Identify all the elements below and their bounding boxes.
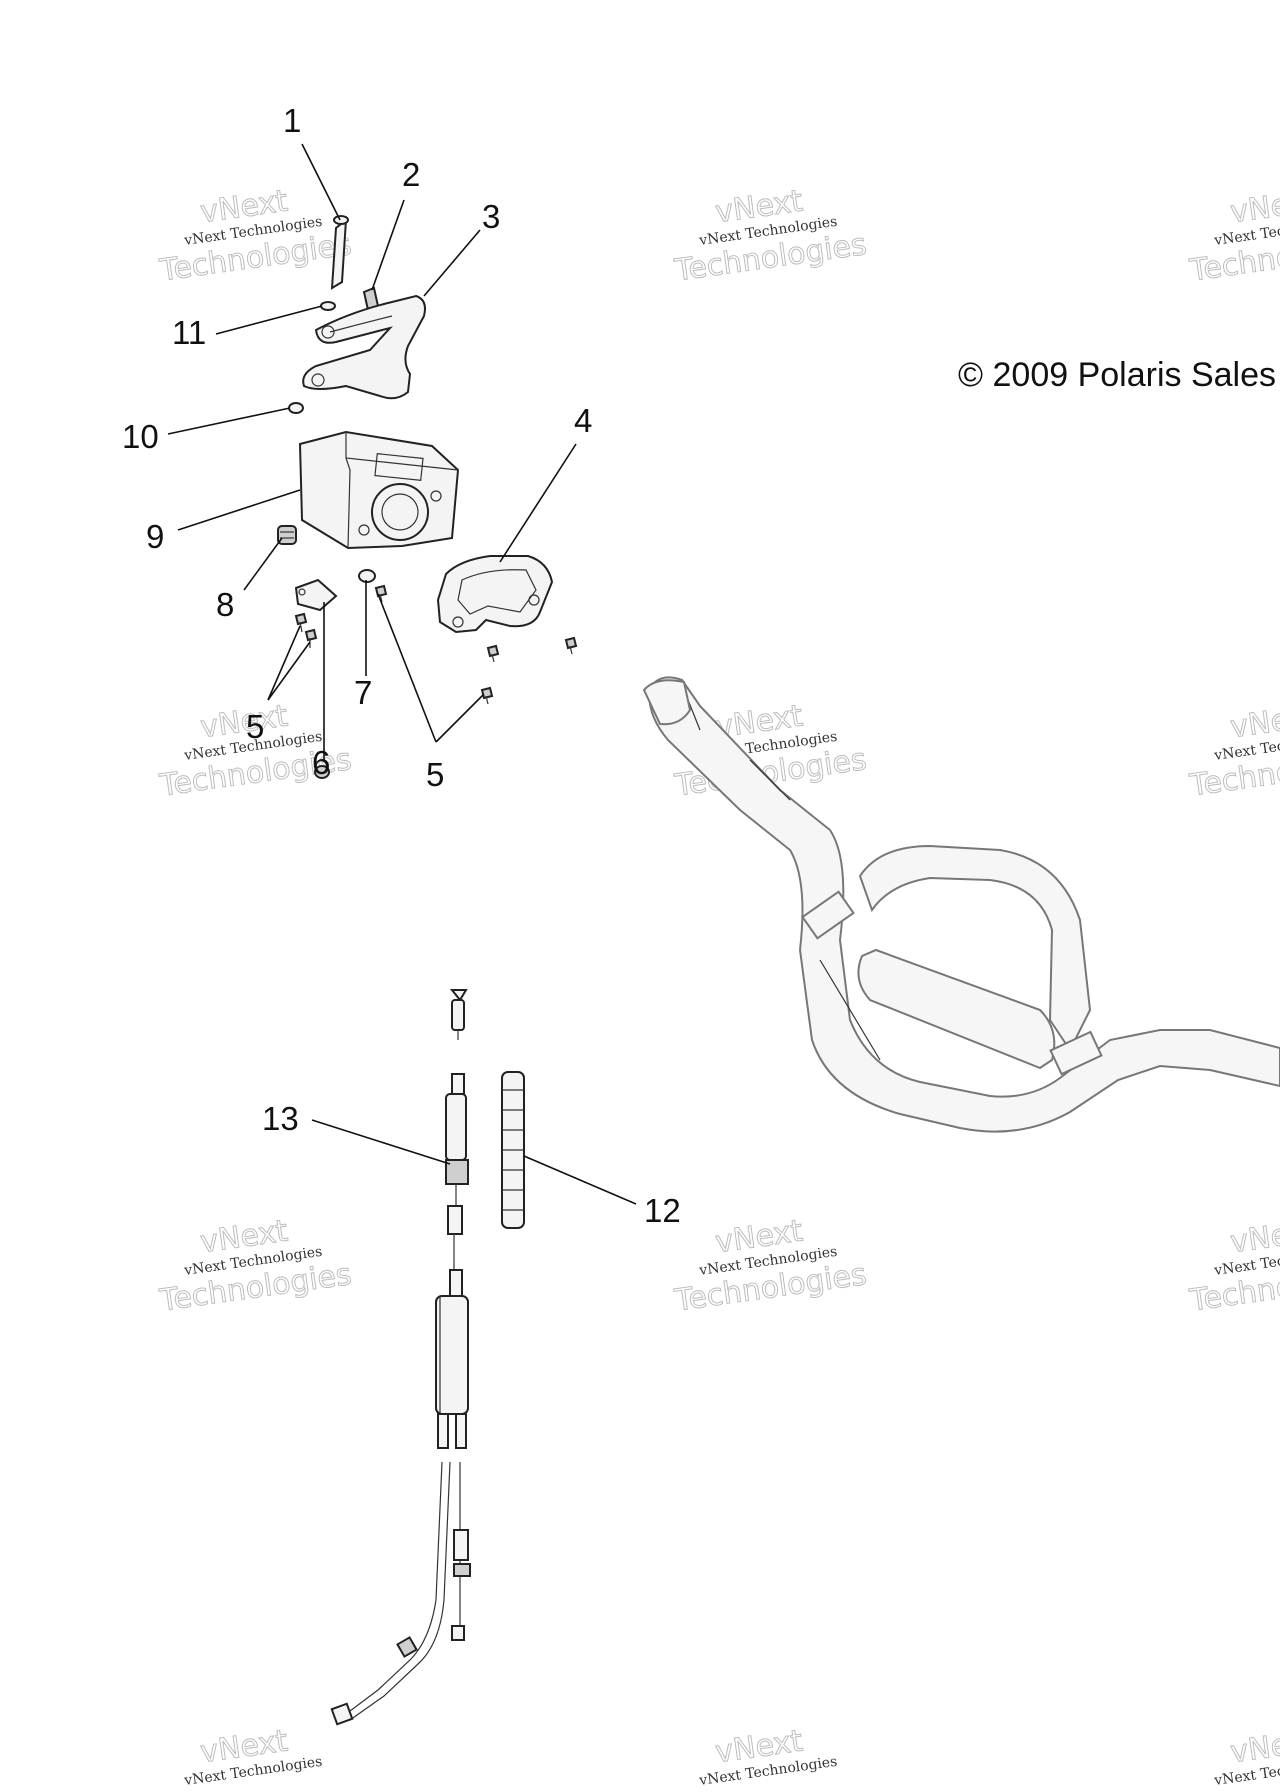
callout-8: 8	[216, 586, 234, 623]
callout-2: 2	[402, 156, 420, 193]
watermark-6: vNext vNext Technologies Technologies	[1186, 698, 1280, 804]
copyright-text: © 2009 Polaris Sales	[958, 356, 1276, 394]
watermark-big: vNext	[1228, 1213, 1280, 1260]
callout-9: 9	[146, 518, 164, 555]
watermark-11: vNext vNext Technologies	[697, 1723, 838, 1789]
part-bracket	[302, 294, 426, 400]
part-grommet	[277, 525, 297, 545]
watermark-12: vNext vNext Technologies	[1212, 1723, 1280, 1789]
callout-6: 6	[312, 744, 330, 781]
callout-3: 3	[482, 198, 500, 235]
handlebar	[642, 676, 1280, 1133]
watermark-1: vNext vNext Technologies Technologies	[156, 183, 354, 289]
callout-13: 13	[262, 1100, 299, 1137]
watermark-7: vNext vNext Technologies Technologies	[156, 1213, 354, 1319]
watermark-grid: vNext vNext Technologies Technologies vN…	[156, 183, 1280, 1789]
callout-5-left: 5	[246, 708, 264, 745]
part-oring	[358, 569, 376, 583]
part-housing	[298, 430, 460, 550]
callout-5-right: 5	[426, 756, 444, 793]
part-cover	[436, 555, 554, 634]
part-grip	[501, 1071, 525, 1229]
callout-12: 12	[644, 1192, 681, 1229]
watermark-2: vNext vNext Technologies Technologies	[671, 183, 869, 289]
callouts: 1 2 3 4 5 5 6 7 8 9 10 11 12 13	[122, 102, 681, 1229]
part-cable	[330, 989, 471, 1726]
callout-1: 1	[283, 102, 301, 139]
part-washer-11	[320, 301, 336, 311]
watermark-3: vNext vNext Technologies Technologies	[1186, 183, 1280, 289]
watermark-big: vNext	[1228, 698, 1280, 745]
callout-4: 4	[574, 402, 592, 439]
watermark-8: vNext vNext Technologies Technologies	[671, 1213, 869, 1319]
part-screw-10	[288, 402, 304, 414]
callout-10: 10	[122, 418, 159, 455]
part-pin	[330, 215, 349, 290]
leader-lines	[167, 143, 637, 1205]
watermark-big: vNext	[1228, 183, 1280, 230]
part-screws-5	[294, 584, 578, 779]
callout-7: 7	[354, 674, 372, 711]
watermark-10: vNext vNext Technologies	[182, 1723, 323, 1789]
watermark-big: vNext	[1228, 1723, 1280, 1770]
callout-11: 11	[172, 314, 206, 351]
part-cover-plate	[294, 578, 338, 612]
watermark-9: vNext vNext Technologies Technologies	[1186, 1213, 1280, 1319]
